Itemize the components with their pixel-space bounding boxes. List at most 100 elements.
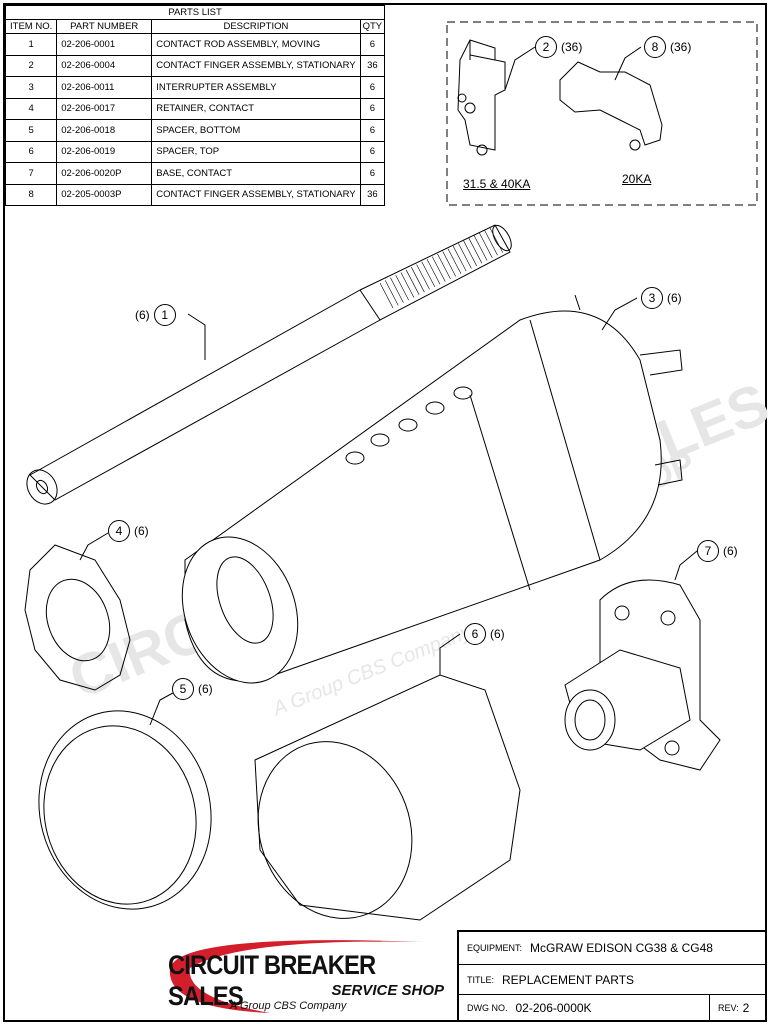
contact-finger-2-drawing — [457, 39, 506, 156]
thread-line — [437, 253, 451, 280]
thread-line — [473, 235, 488, 261]
equipment-row: EQUIPMENT: McGRAW EDISON CG38 & CG48 — [459, 932, 766, 965]
logo-name: CIRCUIT BREAKER SALES — [168, 950, 376, 1011]
callout-qty: (6) — [135, 308, 150, 322]
drawing-border — [3, 3, 767, 1022]
interrupter-drawing — [181, 294, 683, 684]
callout-item-7: 7 (6) — [697, 540, 738, 562]
spacer-top-drawing — [254, 674, 521, 921]
item-no-cell: 4 — [4, 97, 58, 120]
thread-line — [384, 280, 399, 306]
logo-tagline: A Group CBS Company — [230, 1000, 347, 1012]
company-logo: CIRCUIT BREAKER SALES SERVICE SHOP A Gro… — [160, 928, 450, 1020]
item-balloon: 5 — [172, 678, 194, 700]
part-number-cell: 02-206-0004 — [56, 54, 153, 77]
part-number-cell: 02-206-0011 — [56, 76, 153, 99]
thread-line — [442, 251, 456, 277]
header-qty: QTY — [359, 19, 386, 34]
thread-line — [484, 230, 498, 256]
dwg-label: DWG NO. — [467, 1003, 508, 1013]
spacer-bottom-drawing — [38, 710, 212, 910]
thread-line — [489, 227, 504, 253]
callout-qty: (6) — [723, 544, 738, 558]
equipment-value: McGRAW EDISON CG38 & CG48 — [530, 941, 713, 955]
thread-line — [458, 243, 472, 269]
logo-sub: SERVICE SHOP — [331, 982, 444, 999]
qty-cell: 6 — [359, 97, 386, 120]
callout-item-8: 8 (36) — [644, 36, 691, 58]
contact-finger-8-drawing — [559, 61, 663, 151]
callout-item-2: 2 (36) — [535, 36, 582, 58]
thread-line — [416, 264, 430, 290]
thread-line — [479, 232, 493, 259]
thread-line — [468, 238, 483, 264]
retainer-drawing — [24, 544, 131, 691]
thread-line — [411, 267, 425, 293]
callout-item-3: 3 (6) — [641, 287, 682, 309]
contact-rod-drawing — [26, 224, 512, 505]
callout-qty: (6) — [134, 524, 149, 538]
thread-line — [426, 259, 441, 285]
detail-label-20ka: 20KA — [622, 172, 652, 186]
item-balloon: 7 — [697, 540, 719, 562]
title-label: TITLE: — [467, 974, 495, 985]
item-balloon: 8 — [644, 36, 666, 58]
title-row: TITLE: REPLACEMENT PARTS — [459, 965, 766, 995]
qty-cell: 36 — [359, 54, 386, 77]
parts-list-table: PARTS LIST ITEM NO. PART NUMBER DESCRIPT… — [4, 5, 386, 206]
callout-item-6: 6 (6) — [464, 623, 505, 645]
thread-line — [390, 277, 404, 303]
thread-line — [447, 248, 462, 274]
callout-item-4: 4 (6) — [108, 520, 149, 542]
thread-line — [400, 272, 415, 298]
item-balloon: 4 — [108, 520, 130, 542]
thread-line — [379, 282, 394, 309]
callout-item-5: 5 (6) — [172, 678, 213, 700]
rev-value: 2 — [742, 1001, 750, 1015]
item-balloon: 2 — [535, 36, 557, 58]
thread-line — [432, 256, 446, 282]
item-balloon: 1 — [153, 304, 176, 326]
item-no-cell: 2 — [4, 54, 58, 77]
contact-base-drawing — [564, 579, 721, 771]
thread-line — [395, 274, 409, 301]
qty-cell: 36 — [359, 183, 386, 206]
description-cell: INTERRUPTER ASSEMBLY — [151, 76, 361, 99]
callout-qty: (6) — [667, 291, 682, 305]
revision: REV: 2 — [709, 995, 749, 1021]
title-block: EQUIPMENT: McGRAW EDISON CG38 & CG48 TIT… — [457, 930, 766, 1021]
detail-label-31-5-40ka: 31.5 & 40KA — [463, 177, 531, 191]
title-value: REPLACEMENT PARTS — [502, 972, 635, 987]
thread-line — [421, 261, 436, 288]
item-no-cell: 3 — [4, 76, 58, 99]
equipment-label: EQUIPMENT: — [467, 943, 523, 953]
dwg-number: 02-206-0000K — [515, 1001, 592, 1015]
callout-qty: (6) — [490, 627, 505, 641]
thread-line — [405, 269, 420, 295]
description-cell: CONTACT FINGER ASSEMBLY, STATIONARY — [151, 54, 361, 77]
callout-qty: (6) — [198, 682, 213, 696]
callout-qty: (36) — [561, 40, 583, 54]
item-no-cell: 8 — [4, 183, 58, 206]
thread-line — [452, 245, 467, 272]
description-cell: CONTACT FINGER ASSEMBLY, STATIONARY — [151, 183, 361, 206]
item-balloon: 6 — [464, 623, 486, 645]
description-cell: RETAINER, CONTACT — [151, 97, 361, 120]
header-description: DESCRIPTION — [151, 19, 361, 34]
item-balloon: 3 — [641, 287, 663, 309]
dwg-row: DWG NO. 02-206-0000K REV: 2 — [459, 995, 766, 1021]
thread-line — [463, 240, 477, 266]
rev-label: REV: — [718, 1003, 739, 1013]
qty-cell: 6 — [359, 76, 386, 99]
header-item-no: ITEM NO. — [4, 19, 58, 34]
callout-qty: (36) — [670, 40, 692, 54]
